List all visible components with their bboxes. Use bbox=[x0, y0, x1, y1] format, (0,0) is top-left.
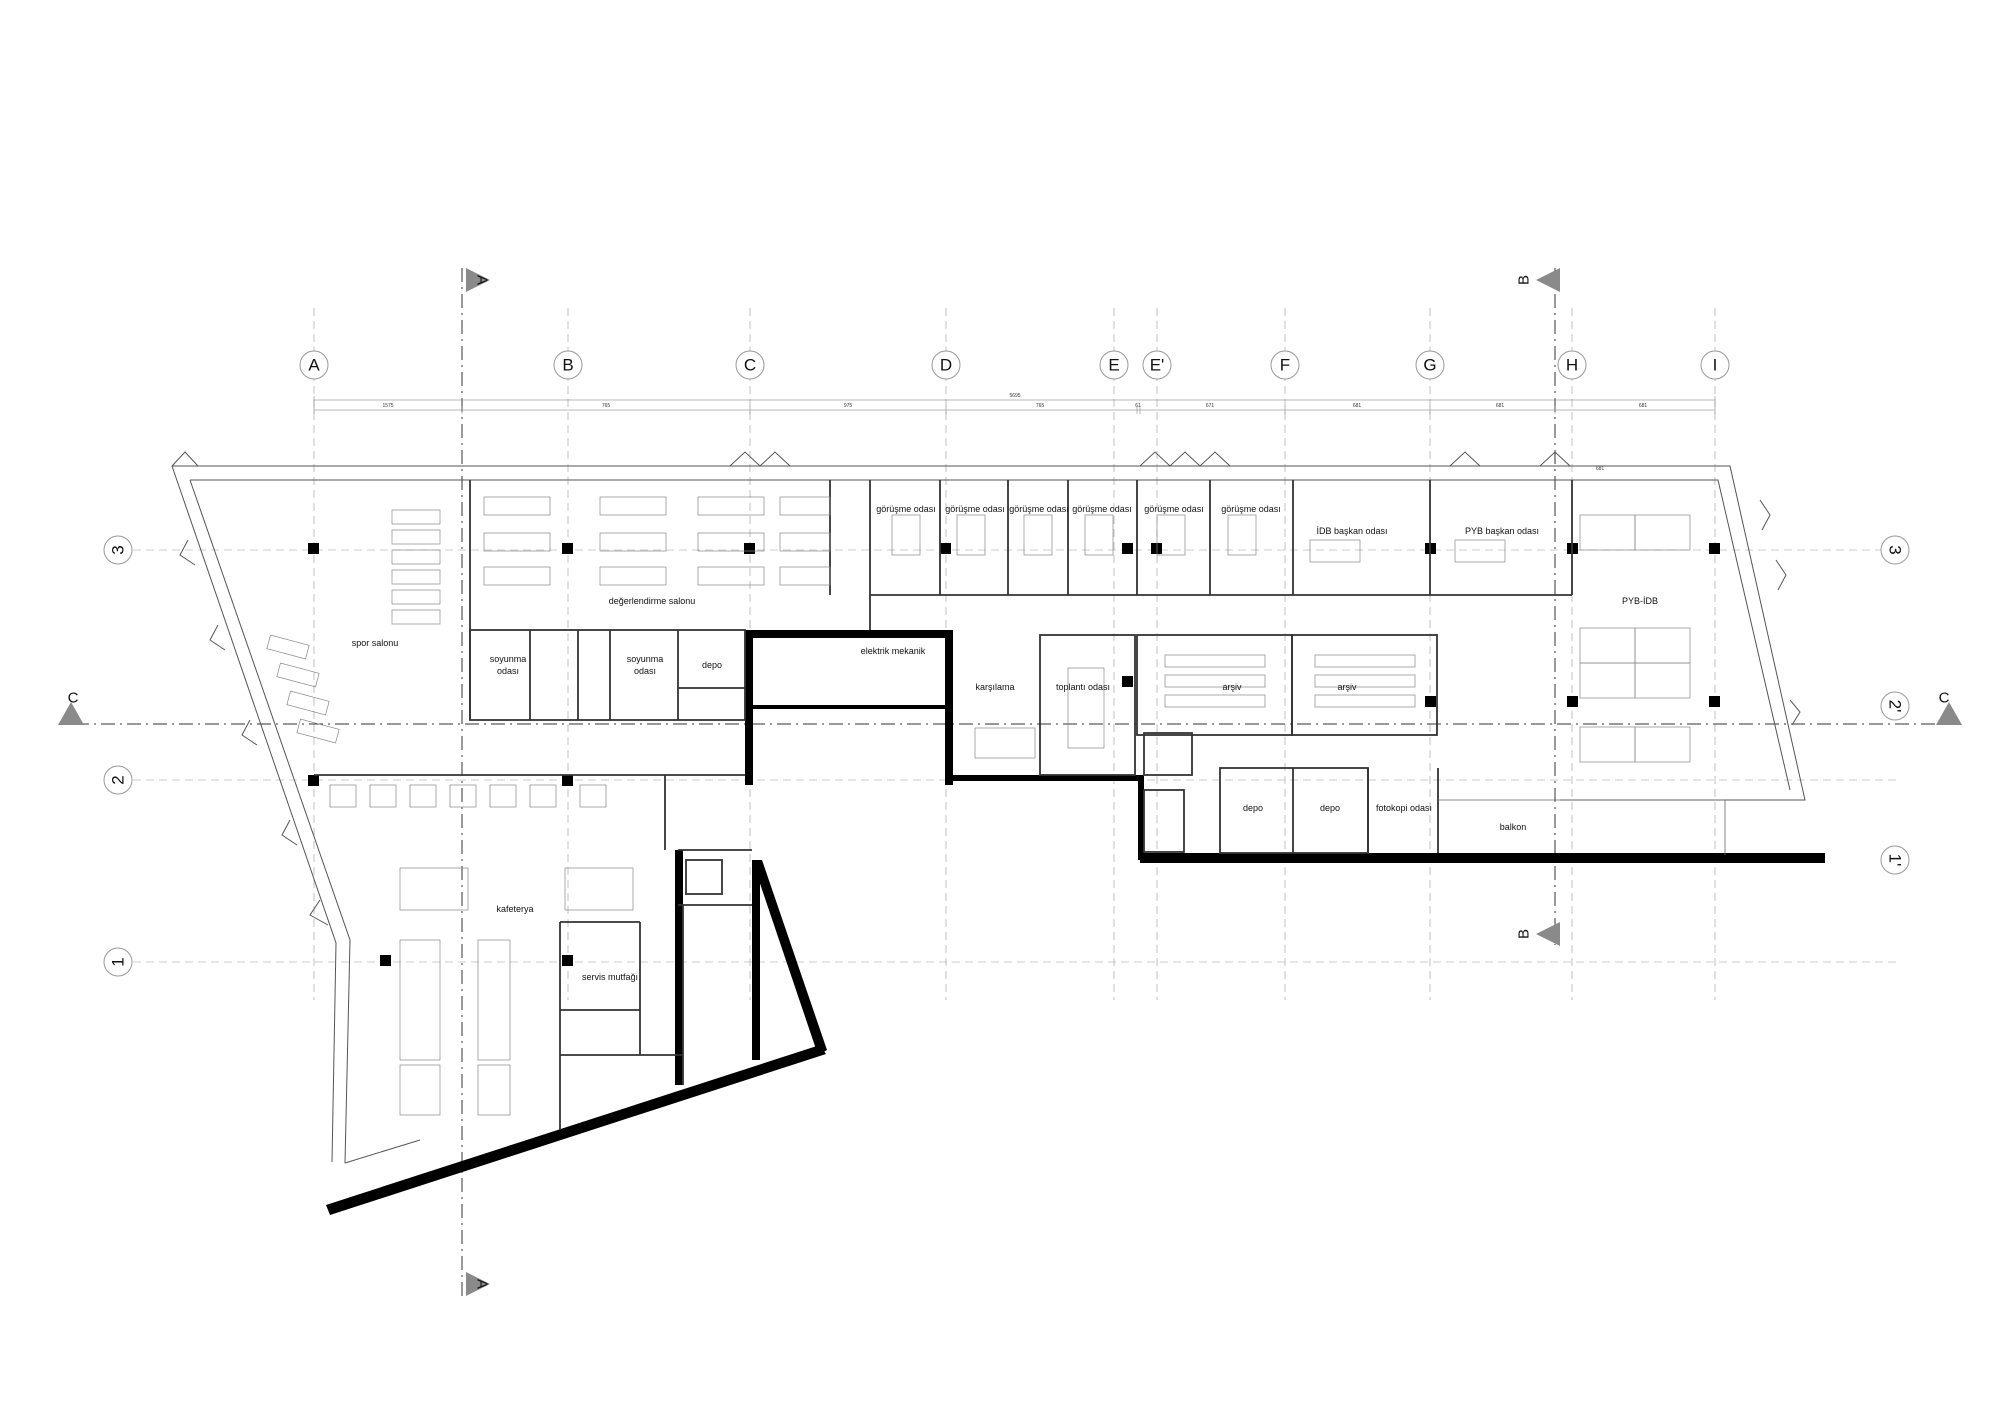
room-gorusme-1: görüşme odası bbox=[876, 504, 936, 514]
room-toplanti-odasi: toplantı odası bbox=[1056, 682, 1110, 692]
room-soyunma-2: soyunma bbox=[627, 654, 664, 664]
room-depo-2: depo bbox=[1243, 803, 1263, 813]
svg-text:681: 681 bbox=[1353, 403, 1362, 409]
svg-text:C: C bbox=[1939, 690, 1950, 707]
svg-text:E: E bbox=[1108, 356, 1119, 375]
room-arsiv-2: arşiv bbox=[1337, 682, 1357, 692]
section-marker-a-top: A bbox=[466, 268, 491, 292]
grid-axes bbox=[120, 308, 1900, 1000]
section-marker-a-bottom: A bbox=[466, 1272, 491, 1296]
svg-text:975: 975 bbox=[844, 403, 853, 409]
svg-text:H: H bbox=[1566, 356, 1578, 375]
svg-text:765: 765 bbox=[602, 403, 611, 409]
svg-text:765: 765 bbox=[1036, 403, 1045, 409]
svg-text:E': E' bbox=[1150, 356, 1165, 375]
svg-text:671: 671 bbox=[1206, 403, 1215, 409]
room-depo-1: depo bbox=[702, 660, 722, 670]
grid-column-labels: A B C D E E' F G H I bbox=[308, 356, 1717, 375]
svg-text:3: 3 bbox=[1886, 545, 1905, 554]
svg-text:D: D bbox=[940, 356, 952, 375]
svg-text:681: 681 bbox=[1496, 403, 1505, 409]
room-soyunma-1: soyunma bbox=[490, 654, 527, 664]
room-servis-mutfagi: servis mutfağı bbox=[582, 972, 638, 982]
svg-text:A: A bbox=[474, 1279, 491, 1289]
svg-text:61: 61 bbox=[1135, 403, 1141, 409]
room-gorusme-2: görüşme odası bbox=[945, 504, 1005, 514]
dimension-strings bbox=[313, 396, 1716, 414]
svg-text:2: 2 bbox=[109, 775, 128, 784]
section-lines bbox=[75, 268, 1945, 1300]
room-gorusme-5: görüşme odası bbox=[1144, 504, 1204, 514]
balkon-edge bbox=[1438, 799, 1726, 855]
room-balkon: balkon bbox=[1500, 822, 1527, 832]
section-marker-b-bottom: B bbox=[1516, 922, 1560, 946]
svg-text:I: I bbox=[1713, 356, 1718, 375]
section-marker-c-right: C bbox=[1936, 690, 1962, 725]
svg-text:3: 3 bbox=[109, 545, 128, 554]
svg-text:2': 2' bbox=[1886, 700, 1905, 713]
room-pyb-idb: PYB-İDB bbox=[1622, 596, 1658, 606]
svg-text:1575: 1575 bbox=[382, 403, 393, 409]
grid-row-labels: 3 2 1 3 2' 1' bbox=[109, 545, 1905, 966]
building-outline bbox=[171, 451, 1806, 1164]
heavy-walls bbox=[326, 630, 1825, 1215]
grid-row-bubbles bbox=[103, 535, 1910, 977]
svg-text:G: G bbox=[1423, 356, 1436, 375]
room-spor-salonu: spor salonu bbox=[352, 638, 399, 648]
svg-text:1': 1' bbox=[1886, 854, 1905, 867]
room-pyb-baskan: PYB başkan odası bbox=[1465, 526, 1539, 536]
room-karsilama: karşılama bbox=[975, 682, 1014, 692]
svg-text:C: C bbox=[68, 690, 79, 707]
room-elektrik-mekanik: elektrik mekanik bbox=[861, 646, 926, 656]
section-marker-c-left: C bbox=[58, 690, 84, 725]
room-labels: spor salonu değerlendirme salonu soyunma… bbox=[352, 504, 1658, 982]
svg-text:681: 681 bbox=[1596, 466, 1605, 472]
svg-text:B: B bbox=[562, 356, 573, 375]
svg-text:F: F bbox=[1280, 356, 1290, 375]
svg-text:1: 1 bbox=[109, 957, 128, 966]
room-idb-baskan: İDB başkan odası bbox=[1316, 526, 1387, 536]
svg-text:A: A bbox=[474, 275, 491, 285]
section-marker-b-top: B bbox=[1516, 268, 1560, 292]
room-arsiv-1: arşiv bbox=[1222, 682, 1242, 692]
svg-text:B: B bbox=[1516, 929, 1533, 939]
section-markers: A A B B C C bbox=[58, 268, 1962, 1296]
svg-text:5695: 5695 bbox=[1009, 393, 1020, 399]
room-gorusme-6: görüşme odası bbox=[1221, 504, 1281, 514]
room-gorusme-3: görüşme odası bbox=[1009, 504, 1069, 514]
room-kafeterya: kafeterya bbox=[496, 904, 533, 914]
room-degerlendirme-salonu: değerlendirme salonu bbox=[609, 596, 696, 606]
dimension-texts: 5695 1575 765 975 765 61 671 681 681 681… bbox=[382, 393, 1647, 472]
room-soyunma-2b: odası bbox=[634, 666, 656, 676]
svg-text:C: C bbox=[744, 356, 756, 375]
room-gorusme-4: görüşme odası bbox=[1072, 504, 1132, 514]
room-fotokopi: fotokopi odası bbox=[1376, 803, 1432, 813]
svg-text:B: B bbox=[1516, 275, 1533, 285]
grid-column-bubbles bbox=[299, 350, 1730, 380]
structural-columns bbox=[308, 543, 1720, 966]
svg-text:681: 681 bbox=[1639, 403, 1648, 409]
room-depo-3: depo bbox=[1320, 803, 1340, 813]
svg-text:A: A bbox=[308, 356, 320, 375]
room-soyunma-1b: odası bbox=[497, 666, 519, 676]
furniture bbox=[266, 496, 1691, 1116]
